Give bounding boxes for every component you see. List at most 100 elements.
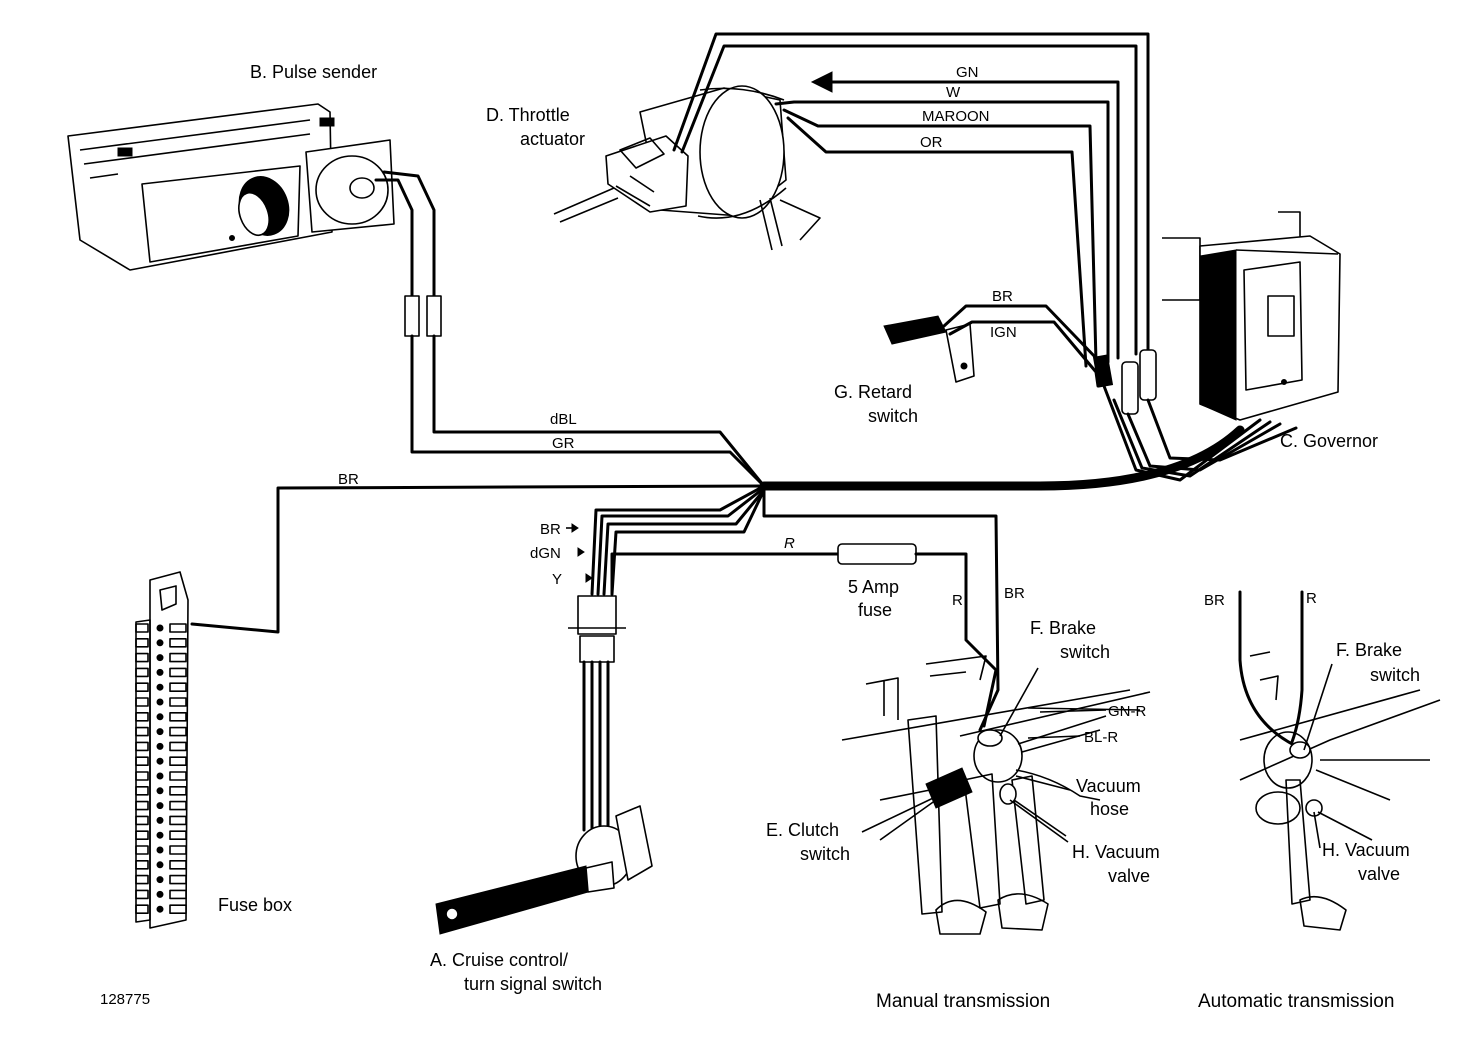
vacuum-valve-auto-label: H. Vacuum (1322, 840, 1410, 860)
fuse-contact (156, 668, 164, 676)
manual-transmission-caption: Manual transmission (876, 991, 1050, 1012)
clutch-switch-label-2: switch (800, 844, 850, 864)
vacuum-valve-manual-label: H. Vacuum (1072, 842, 1160, 862)
fuse-contact (156, 831, 164, 839)
fuse-contact (156, 713, 164, 721)
fuse-holder (135, 771, 149, 781)
fuse-holder (135, 845, 149, 855)
fuse-holder (169, 711, 187, 722)
wire-r-brake-label: R (952, 592, 963, 609)
fuse-contact (156, 787, 164, 795)
vacuum-hose-label-2: hose (1090, 799, 1129, 819)
pulse-sender-wires (374, 170, 766, 488)
fuse-contact (156, 624, 164, 632)
pulse-sender (67, 103, 395, 271)
fuse-holder (169, 859, 187, 870)
fuse-contact (156, 876, 164, 884)
wire-r-auto-label: R (1306, 590, 1317, 607)
wire-br-switch-label: BR (540, 521, 561, 538)
pulse-sender-label: B. Pulse sender (250, 62, 377, 82)
throttle-actuator-label: D. Throttle (486, 105, 570, 125)
fuse-holder (169, 756, 187, 767)
cruise-control-switch (435, 595, 653, 935)
retard-switch-label-2: switch (868, 406, 918, 426)
fuse-holder (169, 815, 187, 826)
fuse-holder (135, 637, 149, 648)
fuse-holder (169, 874, 187, 885)
fuse-contact (156, 772, 164, 780)
component-labels: B. Pulse sender D. Throttle actuator G. … (218, 62, 1420, 994)
fuse-holder (135, 741, 149, 752)
automatic-transmission-pedals (1238, 590, 1441, 931)
fuse-holder (169, 667, 187, 678)
fuse-contact (156, 816, 164, 824)
fuse-holder (135, 711, 149, 722)
brake-switch-auto-label-2: switch (1370, 665, 1420, 685)
vacuum-hose-label: Vacuum (1076, 776, 1141, 796)
fuse-holder (135, 889, 149, 900)
fuse-holder (169, 682, 187, 693)
fuse-contact (156, 683, 164, 691)
fuse-holder (169, 889, 187, 900)
brake-switch-manual-label-2: switch (1060, 642, 1110, 662)
wire-bl-r-label: BL-R (1084, 729, 1118, 746)
fuse-holder (169, 652, 187, 663)
wire-color-labels: GN W MAROON OR BR IGN dBL GR BR BR dGN Y… (338, 64, 1317, 746)
retard-switch (883, 304, 1106, 388)
retard-switch-label: G. Retard (834, 382, 912, 402)
fuse-contact (156, 846, 164, 854)
fuse-contact (156, 861, 164, 869)
automatic-transmission-caption: Automatic transmission (1198, 991, 1394, 1012)
fuse-holder (135, 756, 149, 767)
cruise-switch-label-2: turn signal switch (464, 974, 602, 994)
wire-y-label: Y (552, 571, 562, 588)
manual-transmission-pedals (841, 655, 1151, 935)
actuator-wires (672, 32, 1150, 368)
fuse-contact (156, 654, 164, 662)
fuse-holder (135, 800, 149, 811)
captions: 128775 Manual transmission Automatic tra… (100, 991, 1394, 1012)
fuse-contact (156, 742, 164, 750)
fuse-holder (135, 697, 149, 707)
fuse-holder (169, 800, 187, 811)
wire-dbl-label: dBL (550, 411, 577, 428)
wire-or-label: OR (920, 134, 943, 151)
fuse-box-label: Fuse box (218, 895, 292, 915)
vacuum-valve-manual-label-2: valve (1108, 866, 1150, 886)
fuse-holder (135, 815, 149, 826)
fuse-holder (169, 623, 187, 633)
wire-gr-label: GR (552, 435, 575, 452)
fuse-contact (156, 639, 164, 647)
fuse-contact (156, 905, 164, 913)
fuse-holder (135, 652, 149, 663)
fuse-holder (169, 830, 187, 841)
wire-ign-label: IGN (990, 324, 1017, 341)
wire-dgn-label: dGN (530, 545, 561, 562)
wire-maroon-label: MAROON (922, 108, 990, 125)
wiring-trunk (190, 484, 1000, 732)
fuse-holder (135, 726, 149, 737)
wire-gn-r-label: GN-R (1108, 703, 1146, 720)
fuse-holder (135, 904, 149, 915)
brake-switch-auto-label: F. Brake (1336, 640, 1402, 660)
fuse-label: 5 Amp (848, 577, 899, 597)
governor (1162, 211, 1341, 421)
fuse-holder (135, 874, 149, 885)
wire-br-brake-label: BR (1004, 585, 1025, 602)
fuse-holder (169, 697, 187, 707)
figure-number: 128775 (100, 991, 150, 1008)
fuse-holder (135, 667, 149, 678)
fuse-holder (135, 830, 149, 841)
wire-br-retard-label: BR (992, 288, 1013, 305)
wire-br-auto-label: BR (1204, 592, 1225, 609)
fuse-contact (156, 757, 164, 765)
throttle-actuator (553, 85, 821, 251)
leader-lines (566, 523, 1333, 849)
fuse-holder (169, 637, 187, 648)
fuse-holder (135, 682, 149, 693)
fuse-label-2: fuse (858, 600, 892, 620)
throttle-actuator-label-2: actuator (520, 129, 585, 149)
fuse-holder (169, 726, 187, 737)
wire-br-fuse-label: BR (338, 471, 359, 488)
